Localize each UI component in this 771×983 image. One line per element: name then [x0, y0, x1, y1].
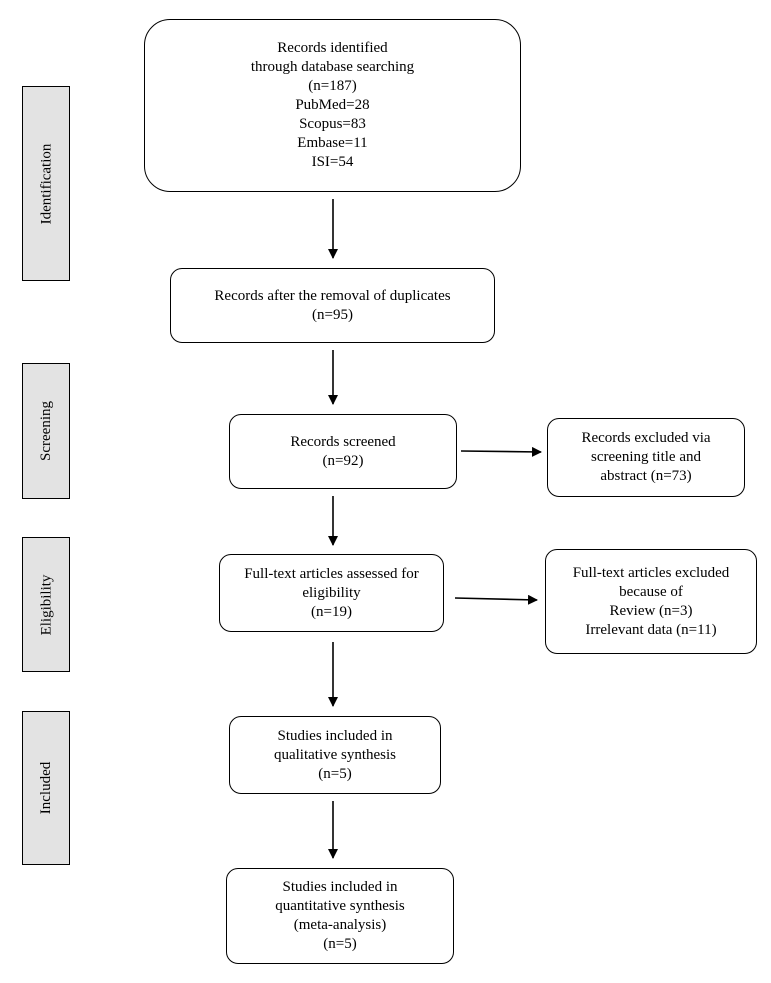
box-line: Full-text articles assessed for — [244, 565, 419, 582]
phase-label-identification: Identification — [22, 86, 70, 281]
box-line: (n=5) — [323, 936, 357, 952]
box-line: (n=187) — [308, 78, 357, 94]
box-line: Scopus=83 — [299, 116, 366, 132]
fulltext-assessed-box: Full-text articles assessed for eligibil… — [219, 554, 444, 632]
box-line: abstract (n=73) — [600, 468, 692, 484]
records-identified-box: Records identified through database sear… — [144, 19, 521, 192]
box-line: qualitative synthesis — [273, 746, 397, 763]
phase-label-screening: Screening — [22, 363, 70, 499]
phase-label-included: Included — [22, 711, 70, 865]
arrow-screened-to-excluded — [460, 446, 542, 457]
box-line: because of — [619, 583, 683, 600]
box-line: Records excluded via — [581, 430, 711, 446]
quantitative-synthesis-box: Studies included in quantitative synthes… — [226, 868, 454, 964]
arrow-fulltext-to-excluded — [454, 594, 538, 605]
box-line: Embase=11 — [297, 135, 368, 151]
box-line: ISI=54 — [311, 154, 354, 170]
box-line: (n=92) — [322, 452, 364, 469]
box-line: eligibility — [302, 584, 361, 601]
box-line: Records identified — [277, 40, 388, 56]
records-screened-box: Records screened (n=92) — [229, 414, 457, 489]
box-line: quantitative synthesis — [275, 898, 405, 914]
box-line: (meta-analysis) — [293, 917, 387, 933]
box-line: (n=5) — [318, 765, 352, 782]
box-line: screening title and — [591, 449, 701, 465]
duplicates-removed-box: Records after the removal of duplicates … — [170, 268, 495, 343]
box-line: Records screened — [290, 433, 396, 450]
phase-label-eligibility: Eligibility — [22, 537, 70, 672]
box-line: Review (n=3) — [609, 602, 693, 619]
fulltext-excluded-box: Full-text articles excluded because of R… — [545, 549, 757, 654]
excluded-screening-box: Records excluded via screening title and… — [547, 418, 745, 497]
box-line: (n=19) — [311, 603, 352, 620]
box-line: Studies included in — [282, 879, 398, 895]
box-line: Full-text articles excluded — [572, 564, 730, 581]
box-line: (n=95) — [312, 306, 353, 323]
qualitative-synthesis-box: Studies included in qualitative synthesi… — [229, 716, 441, 794]
box-line: Records after the removal of duplicates — [214, 287, 451, 304]
box-line: through database searching — [250, 59, 415, 75]
box-line: PubMed=28 — [295, 97, 370, 113]
box-line: Studies included in — [277, 727, 393, 744]
box-line: Irrelevant data (n=11) — [585, 621, 717, 638]
